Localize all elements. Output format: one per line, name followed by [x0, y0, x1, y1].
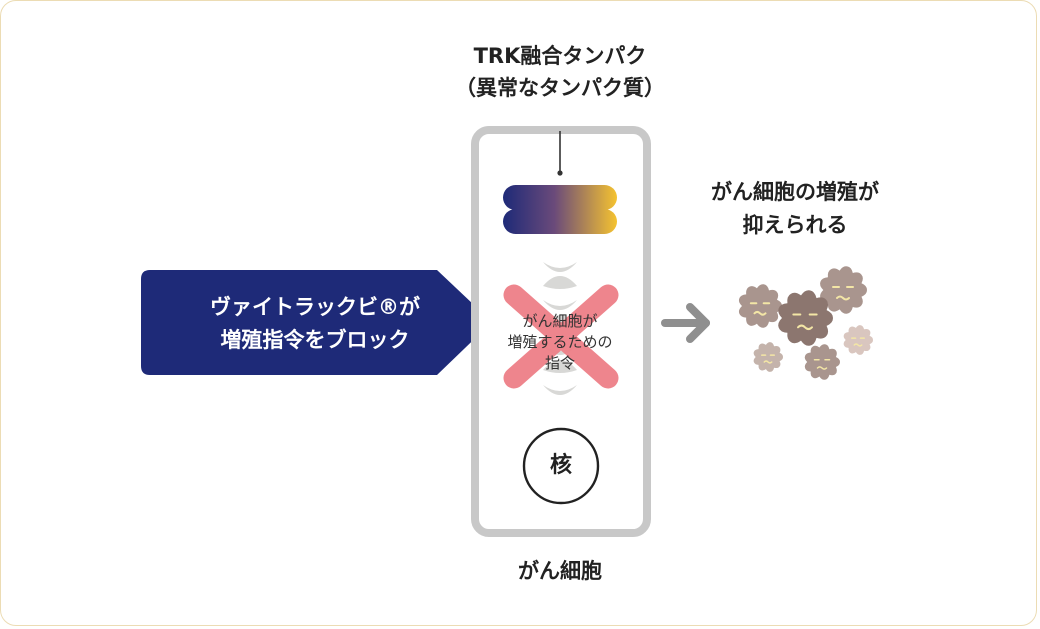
cancer-cell-cluster [738, 266, 874, 380]
pointer-dot [557, 170, 563, 176]
result-line1: がん細胞の増殖が [711, 180, 879, 204]
cancer-cell-1 [738, 284, 783, 328]
fusion-protein-line2: （異常なタンパク質） [455, 76, 665, 100]
cancer-cell-face-3 [792, 313, 818, 331]
cancer-cell-2 [820, 266, 868, 314]
drug-block-line2: 増殖指令をブロック [220, 328, 410, 352]
drug-block-arrow [141, 270, 492, 375]
cancer-cell-4 [753, 342, 784, 372]
nucleus-circle [522, 427, 600, 505]
cancer-cell-face-6 [851, 337, 865, 347]
cancer-cell-3 [778, 290, 834, 346]
drug-block-line1: ヴァイトラックビ®が [210, 295, 420, 319]
drug-block-label: ヴァイトラックビ®が 増殖指令をブロック [150, 291, 480, 357]
cancer-cell-face-1 [749, 302, 771, 316]
result-label: がん細胞の増殖が 抑えられる [680, 176, 910, 242]
cancer-cell-face-5 [813, 359, 831, 370]
fusion-protein-label: TRK融合タンパク （異常なタンパク質） [420, 40, 700, 104]
nucleus-label: 核 [549, 453, 572, 478]
result-line2: 抑えられる [742, 213, 848, 237]
block-cross [503, 284, 619, 389]
cancer-cell-5 [804, 344, 841, 380]
trk-fusion-protein [503, 185, 617, 234]
instruction-line1: がん細胞が [522, 312, 598, 330]
cancer-cell-face-2 [832, 286, 854, 301]
cancer-cell-face-4 [761, 354, 775, 364]
instruction-label: がん細胞が 増殖するための 指令 [480, 311, 640, 374]
result-arrow [661, 303, 710, 343]
instruction-line2: 増殖するための [507, 333, 613, 351]
fusion-protein-line1: TRK融合タンパク [473, 44, 647, 68]
cancer-cell-label: がん細胞 [518, 559, 602, 583]
instruction-line3: 指令 [544, 354, 575, 372]
cancer-cell-6 [843, 325, 874, 355]
